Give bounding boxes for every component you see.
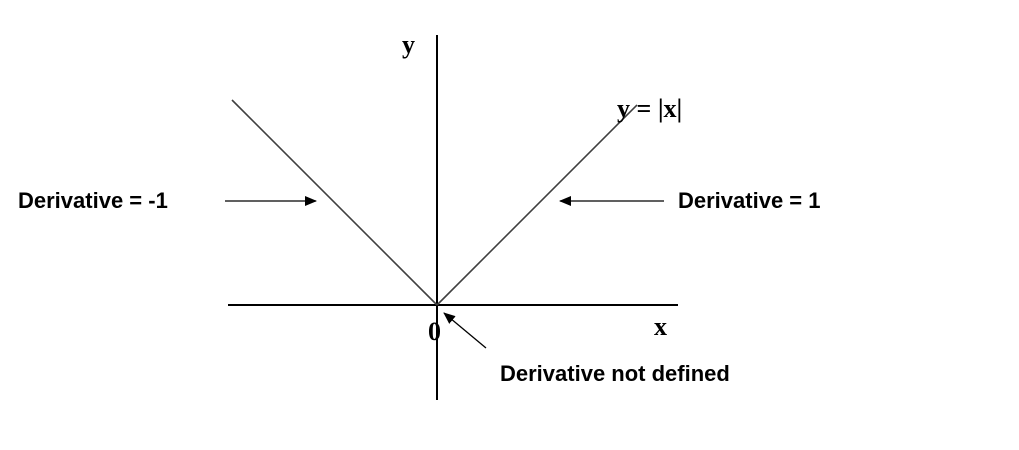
function-label: y = |x| <box>617 94 682 123</box>
origin-derivative-label: Derivative not defined <box>500 361 730 386</box>
origin-arrow <box>443 312 487 349</box>
y-axis-label: y <box>402 30 415 59</box>
graph-right-branch <box>436 104 638 306</box>
x-axis-label: x <box>654 312 667 341</box>
origin-label: 0 <box>428 317 441 346</box>
left-derivative-label: Derivative = -1 <box>18 188 168 213</box>
graph-left-branch <box>231 99 438 306</box>
right-derivative-label: Derivative = 1 <box>678 188 820 213</box>
